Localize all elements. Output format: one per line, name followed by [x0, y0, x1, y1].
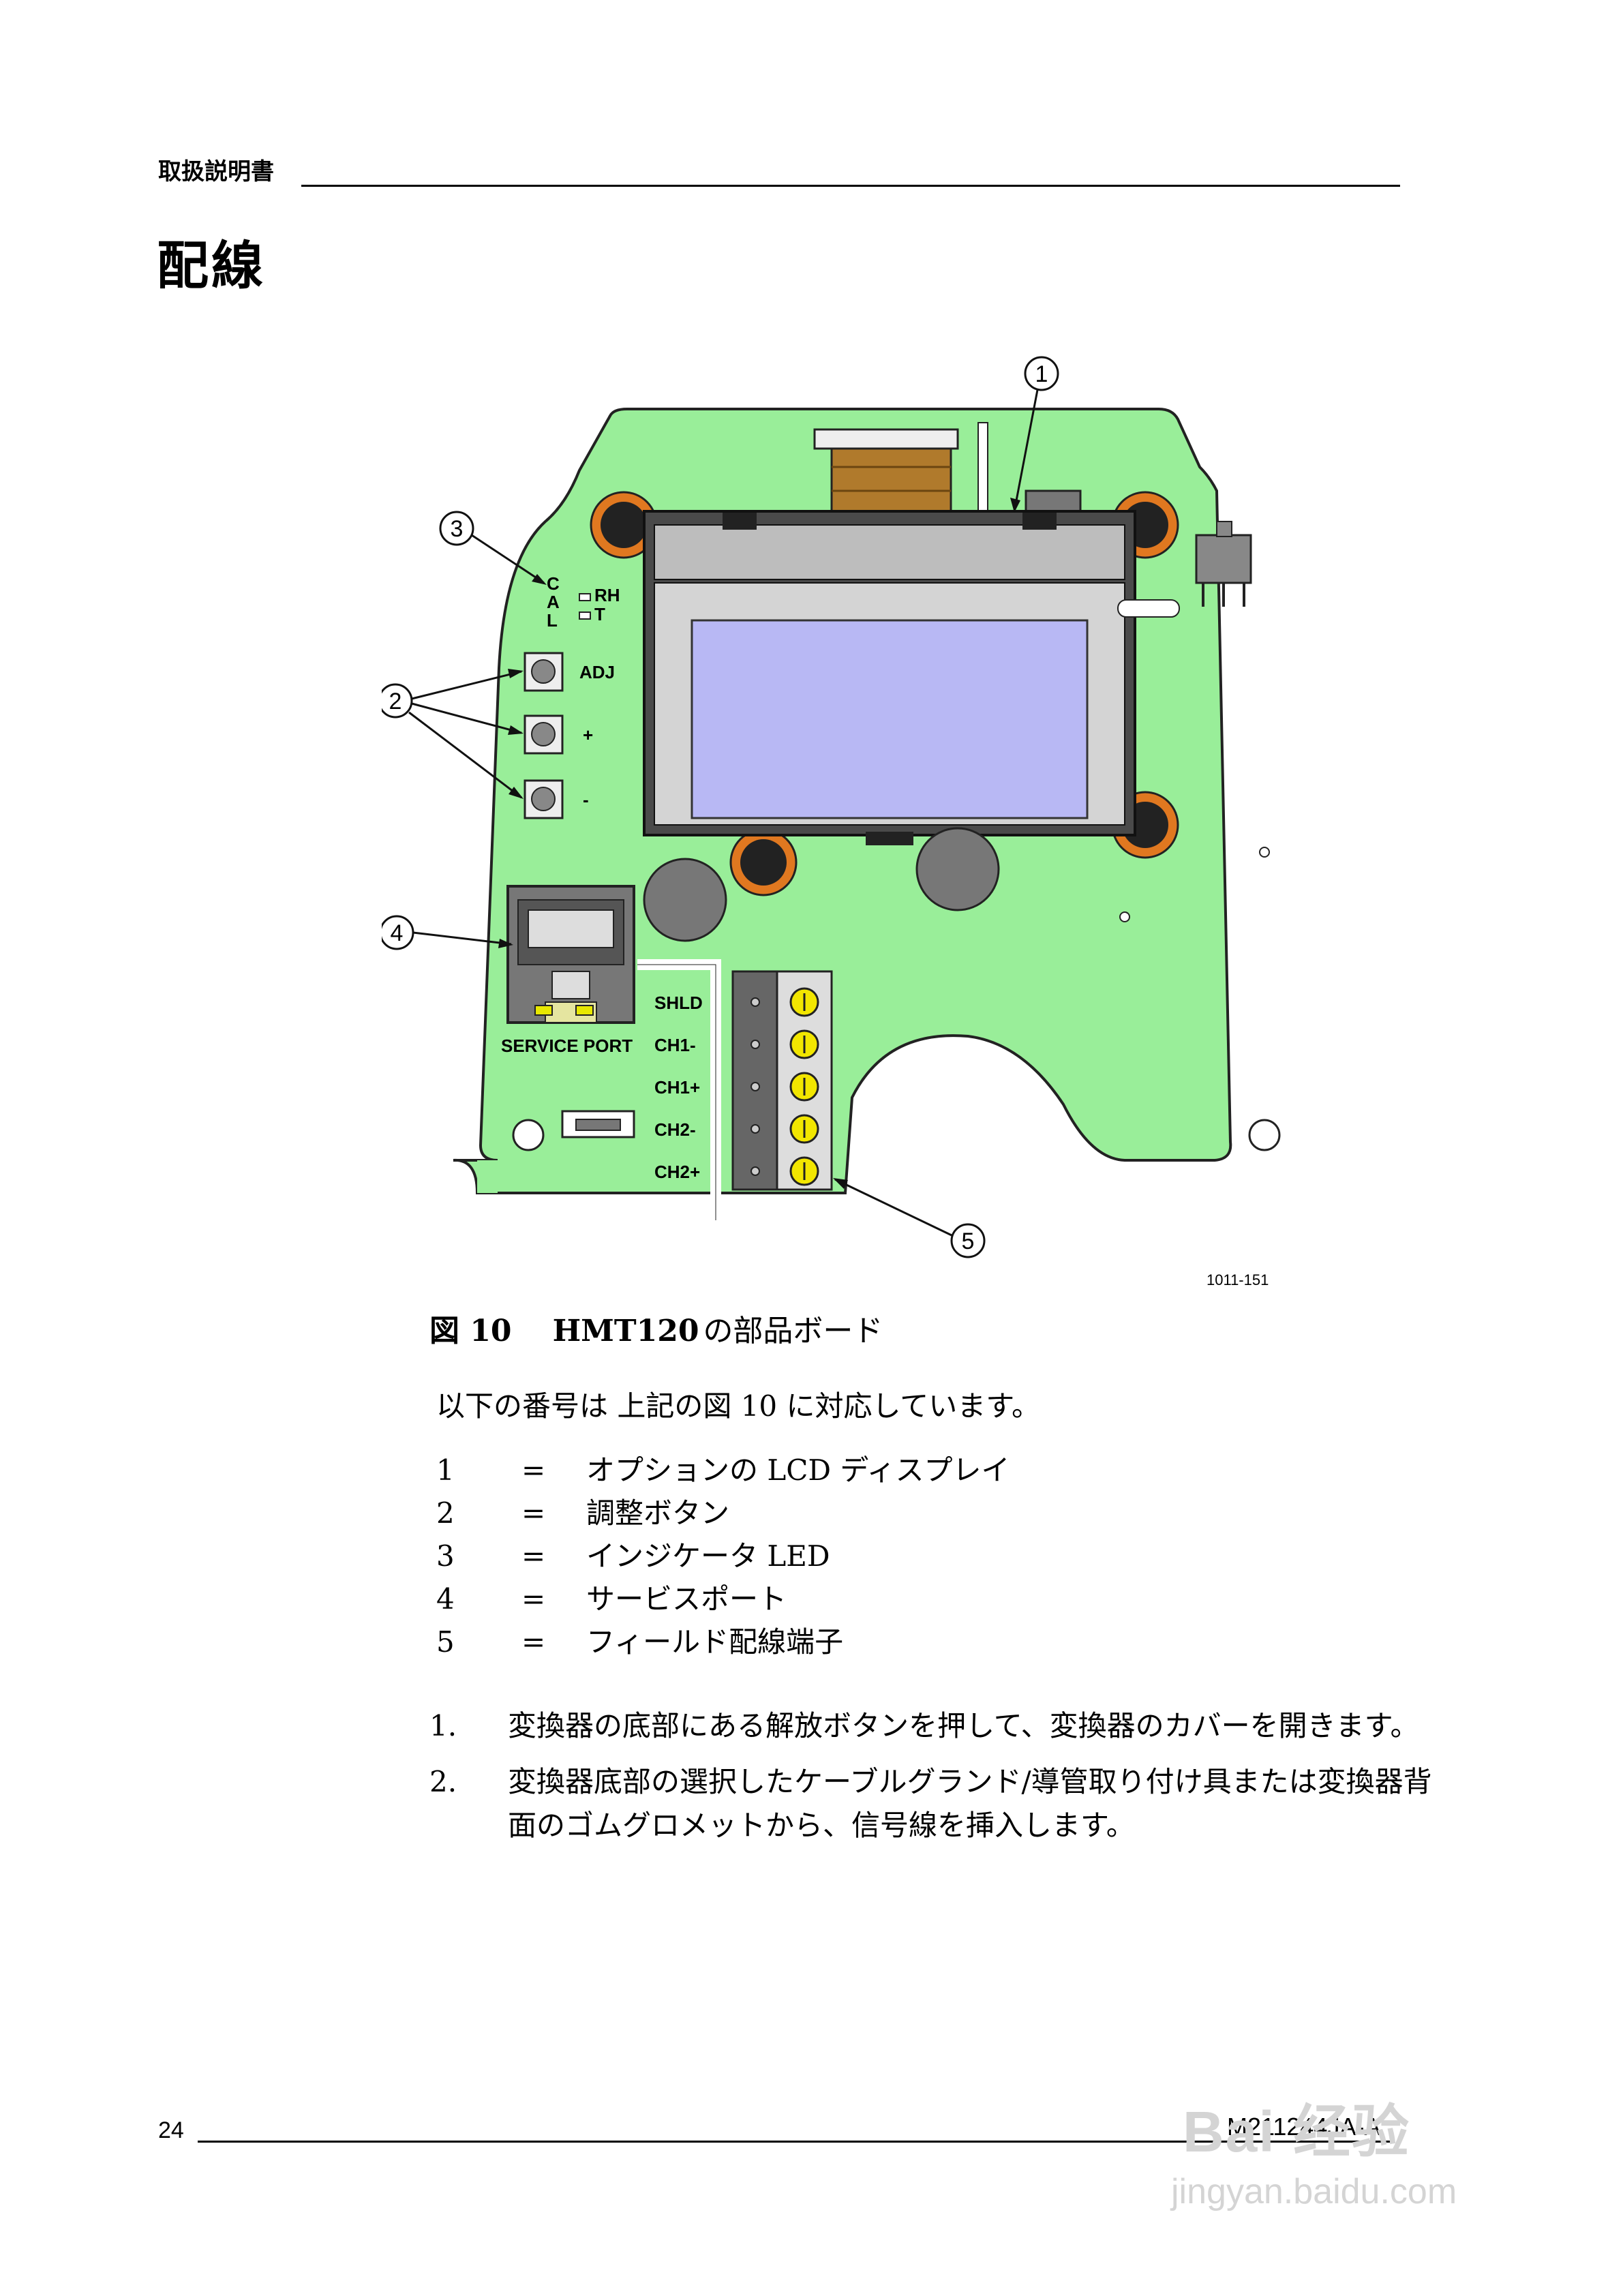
service-port-connector [506, 885, 635, 1024]
sensor-component [1195, 534, 1252, 584]
legend-item: 3=インジケータ LED [436, 1539, 830, 1573]
mount-hole-left [512, 1119, 545, 1151]
minus-button [524, 779, 564, 819]
procedure-step: 1.変換器の底部にある解放ボタンを押して、変換器のカバーを開きます。 [429, 1709, 1419, 1742]
terminal-label: CH2- [654, 1119, 696, 1140]
terminal-pin [750, 1082, 760, 1091]
header-rule [301, 185, 1400, 187]
page-number: 24 [158, 2117, 184, 2143]
board-lower-flap [477, 1160, 498, 1193]
legend-list: 1=オプションの LCD ディスプレイ 2=調整ボタン 3=インジケータ LED… [436, 1449, 1010, 1663]
plus-label: + [583, 725, 593, 745]
legend-item: 1=オプションの LCD ディスプレイ [436, 1453, 1010, 1487]
terminal-label: CH1+ [654, 1077, 700, 1098]
figure-code: 1011-151 [1207, 1271, 1269, 1288]
callout-4-label: 4 [391, 920, 404, 946]
watermark-logo: Bai 经验 [1183, 2100, 1411, 2164]
header-doc-label: 取扱説明書 [158, 158, 274, 185]
legend-item: 4=サービスポート [436, 1582, 787, 1616]
cal-label-l: L [547, 610, 558, 631]
callout-1-label: 1 [1035, 361, 1048, 387]
adj-label: ADJ [579, 662, 615, 682]
document-code: M211244JA-A [1227, 2113, 1381, 2141]
legend-item: 2=調整ボタン [436, 1496, 730, 1530]
callout-1: 1 [1024, 356, 1059, 391]
ribbon-connector [813, 428, 959, 450]
mount-ring-bottom-left [729, 828, 798, 896]
callout-5: 5 [950, 1223, 986, 1258]
cal-label-a: A [547, 592, 560, 612]
terminal-block-base [731, 970, 778, 1191]
figure-caption-rest: の部品ボード [703, 1314, 883, 1348]
capacitor-right [915, 827, 1000, 911]
callout-2-label: 2 [389, 689, 402, 714]
ribbon-cable [830, 447, 952, 518]
figure-caption-label: 図 10 [429, 1314, 512, 1348]
led-label-rh: RH [594, 585, 620, 605]
terminal-pin [750, 1124, 760, 1134]
cal-label-c: C [547, 573, 560, 594]
figure-caption-title: HMT120 [552, 1314, 699, 1348]
circuit-board-figure: C A L RH T ADJ + - SERVICE PORT SHLD CH1-… [382, 356, 1281, 1258]
mount-hole-right [1248, 1119, 1281, 1151]
lcd-top-bar [654, 524, 1125, 580]
adj-button [524, 652, 564, 692]
watermark-url: jingyan.baidu.com [1171, 2172, 1457, 2211]
callout-3: 3 [439, 511, 474, 546]
page-title: 配線 [157, 235, 266, 296]
terminal-pin [750, 1040, 760, 1049]
callout-3-label: 3 [451, 516, 464, 542]
callout-5-label: 5 [962, 1228, 975, 1254]
terminal-pin [750, 1166, 760, 1176]
terminal-labels: SHLD CH1- CH1+ CH2- CH2+ [654, 993, 703, 1182]
terminal-label: SHLD [654, 993, 703, 1013]
terminal-screws [750, 987, 819, 1186]
legend-item: 5=フィールド配線端子 [436, 1625, 844, 1659]
callout-4: 4 [382, 915, 414, 950]
led-rh [579, 593, 591, 601]
led-t [579, 611, 591, 620]
footer-rule [198, 2141, 1394, 2143]
procedure-steps: 1.変換器の底部にある解放ボタンを押して、変換器のカバーを開きます。 2.変換器… [429, 1704, 1438, 1860]
service-port-label: SERVICE PORT [501, 1036, 633, 1056]
capacitor-left [643, 858, 727, 942]
procedure-step: 2.変換器底部の選択したケーブルグランド/導管取り付け具または変換器背面のゴムグ… [429, 1765, 1432, 1842]
callout-2: 2 [382, 683, 413, 719]
terminal-label: CH1- [654, 1035, 696, 1055]
plus-button [524, 714, 564, 755]
terminal-pin [750, 997, 760, 1007]
terminal-label: CH2+ [654, 1162, 700, 1182]
led-label-t: T [594, 604, 605, 624]
lcd-screen [691, 619, 1089, 819]
intro-text: 以下の番号は 上記の図 10 に対応しています。 [436, 1389, 1041, 1423]
minus-label: - [583, 789, 589, 810]
